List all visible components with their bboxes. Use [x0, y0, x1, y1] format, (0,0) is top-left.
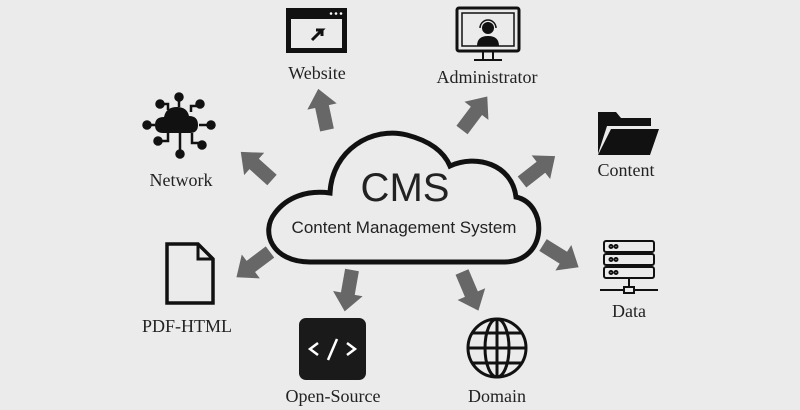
cms-subtitle: Content Management System	[291, 218, 517, 237]
arrow-pdf-html	[227, 240, 280, 290]
globe-icon	[466, 317, 528, 379]
label-content: Content	[597, 160, 655, 180]
admin-monitor-icon	[455, 6, 521, 61]
folder-icon	[598, 112, 659, 155]
arrow-domain	[448, 266, 493, 317]
cms-title: CMS	[360, 166, 450, 210]
label-data: Data	[612, 301, 646, 321]
label-website: Website	[288, 63, 346, 83]
label-administrator: Administrator	[436, 67, 538, 87]
arrow-network	[230, 140, 283, 192]
code-icon	[299, 318, 366, 380]
arrow-content	[512, 144, 565, 194]
document-icon	[165, 242, 215, 305]
arrow-data	[535, 232, 587, 280]
cloud-network-icon	[142, 92, 216, 159]
browser-window-icon	[286, 8, 347, 53]
arrow-website	[303, 85, 342, 134]
label-pdf-html: PDF-HTML	[141, 316, 233, 336]
server-icon	[600, 240, 658, 294]
label-domain: Domain	[468, 386, 526, 406]
arrow-open-source	[329, 267, 367, 314]
label-open-source: Open-Source	[285, 386, 381, 406]
arrow-administrator	[450, 87, 500, 140]
label-network: Network	[149, 170, 213, 190]
cloud-shape	[266, 130, 542, 265]
